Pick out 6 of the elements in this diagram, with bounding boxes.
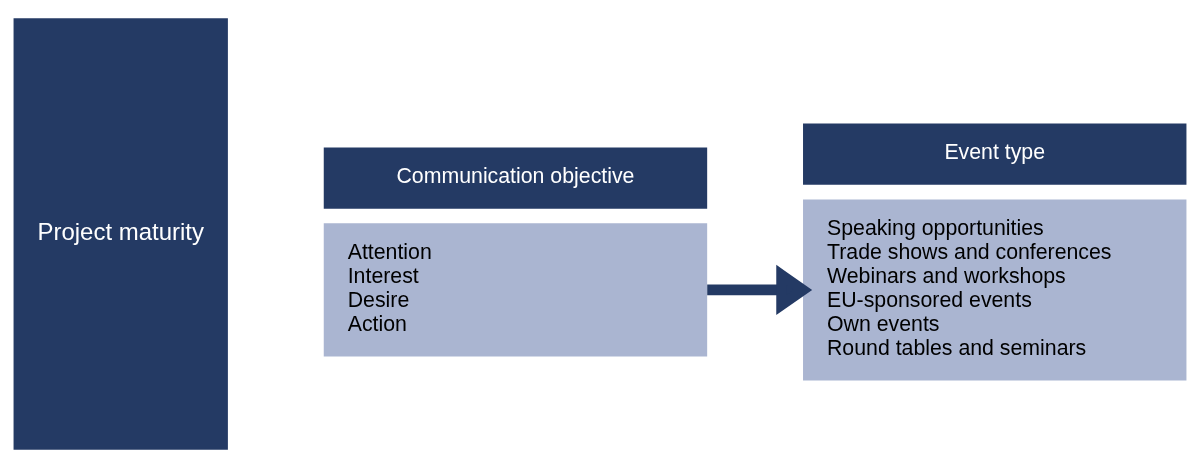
- node-box: Speaking opportunities Trade shows and conferences Webinars and workshops EU-sponsored events Own events Round tables and seminars: [803, 199, 1187, 381]
- node-box: Attention Interest Desire Action: [323, 223, 708, 357]
- node-box: Event type: [803, 123, 1187, 185]
- node-box: Project maturity: [13, 18, 228, 450]
- arrow: [707, 264, 813, 316]
- node-box: Communication objective: [323, 147, 708, 209]
